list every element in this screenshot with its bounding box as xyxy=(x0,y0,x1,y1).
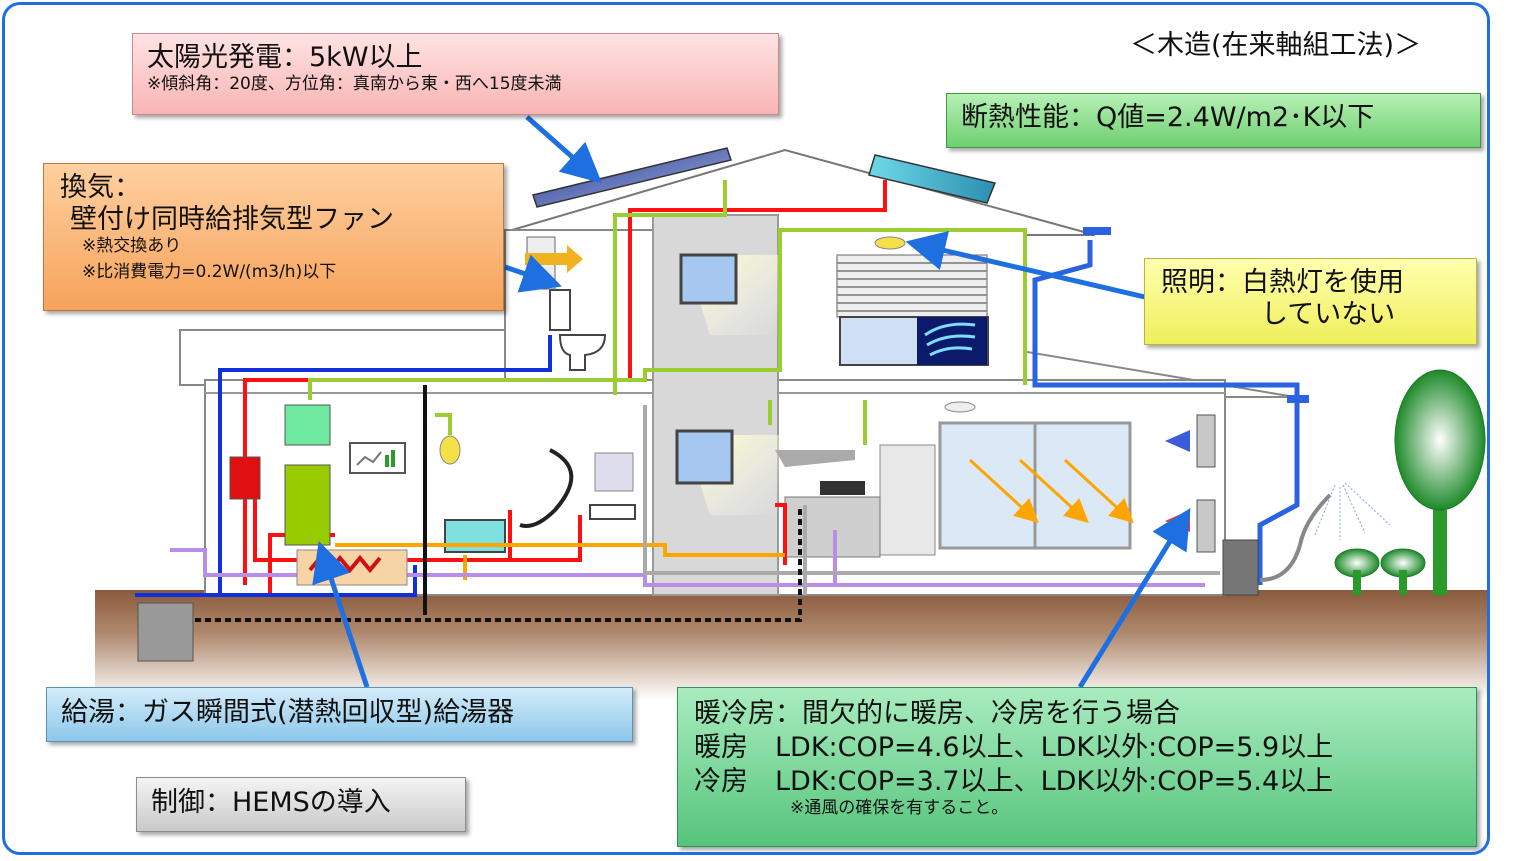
ventilation-callout: 換気： 壁付け同時給排気型ファン ※熱交換あり ※比消費電力=0.2W/(m3/… xyxy=(43,163,504,311)
outdoor-ac-unit xyxy=(1222,539,1259,596)
gutter-lower xyxy=(1287,395,1309,403)
hvac-note: ※通風の確保を有すること。 xyxy=(790,797,1009,818)
structure-label: ＜木造(在来軸組工法)＞ xyxy=(1130,30,1422,61)
garden-hose xyxy=(1259,493,1332,582)
control-callout: 制御：HEMSの導入 xyxy=(136,777,466,832)
ventilation-line1: 壁付け同時給排気型ファン xyxy=(70,203,394,235)
tree-trunk xyxy=(1433,510,1447,595)
toilet xyxy=(549,289,571,331)
cable xyxy=(308,180,1027,445)
fridge xyxy=(879,444,936,556)
kitchen-counter xyxy=(784,496,881,558)
stove xyxy=(820,481,865,495)
lighting-callout: 照明：白熱灯を使用 していない xyxy=(1144,258,1477,345)
bathtub xyxy=(444,519,506,553)
arrow-lighting xyxy=(905,231,1146,300)
ac-unit-heat xyxy=(1196,499,1216,553)
control-title: 制御：HEMSの導入 xyxy=(151,787,391,818)
solar-title: 太陽光発電：5kW以上 xyxy=(147,42,423,73)
insulation-title: 断熱性能：Q値=2.4W/m2･K以下 xyxy=(961,102,1375,133)
window-lower-stair xyxy=(675,429,734,485)
ac-unit-cool xyxy=(1196,414,1216,468)
house-illustration xyxy=(95,115,1487,700)
hvac-title: 暖冷房：間欠的に暖房、冷房を行う場合 xyxy=(694,698,1180,729)
arrow-ventilation xyxy=(504,254,562,293)
hvac-cooling: 冷房 LDK:COP=3.7以上、LDK以外:COP=5.4以上 xyxy=(694,765,1334,797)
lighting-line2: していない xyxy=(1261,298,1396,330)
solar-note: ※傾斜角：20度、方位角：真南から東・西へ15度未満 xyxy=(147,73,562,94)
hvac-heating: 暖房 LDK:COP=4.6以上、LDK以外:COP=5.9以上 xyxy=(694,731,1334,763)
hvac-callout: 暖冷房：間欠的に暖房、冷房を行う場合 暖房 LDK:COP=4.6以上、LDK以… xyxy=(677,687,1477,847)
ceiling-light-upper xyxy=(874,236,906,250)
hot-water-title: 給湯：ガス瞬間式(潜熱回収型)給湯器 xyxy=(61,697,515,728)
arrow-solar xyxy=(525,115,602,184)
hot-water-callout: 給湯：ガス瞬間式(潜熱回収型)給湯器 xyxy=(46,687,633,742)
gray-pipe xyxy=(643,405,1220,595)
storage-tank xyxy=(284,464,331,546)
solar-callout: 太陽光発電：5kW以上 ※傾斜角：20度、方位角：真南から東・西へ15度未満 xyxy=(132,33,779,115)
blind xyxy=(836,254,988,318)
insulation-callout: 断熱性能：Q値=2.4W/m2･K以下 xyxy=(946,93,1481,148)
solar-thermal xyxy=(868,154,997,204)
ground xyxy=(95,590,1487,700)
lighting-line1: 照明：白熱灯を使用 xyxy=(1161,267,1404,298)
sun-ray-1 xyxy=(968,458,1039,524)
sewer-line xyxy=(195,505,802,622)
wall-light-bath xyxy=(439,435,461,465)
ventilation-note2: ※比消費電力=0.2W/(m3/h)以下 xyxy=(82,261,337,282)
downspout xyxy=(1032,240,1300,585)
arrow-hvac xyxy=(1077,507,1191,689)
gutter-upper xyxy=(1083,227,1111,235)
sun-ray-2 xyxy=(1018,458,1089,524)
mirror xyxy=(594,452,634,492)
boiler xyxy=(229,456,261,500)
hems-monitor xyxy=(349,442,406,474)
arrow-hot-water xyxy=(312,541,370,688)
manhole xyxy=(137,602,194,662)
range-hood xyxy=(775,450,855,467)
tree xyxy=(1394,369,1486,511)
solar-panel xyxy=(532,147,732,208)
ceiling-light-lower xyxy=(944,401,976,413)
diagram-frame: ＜木造(在来軸組工法)＞ 太陽光発電：5kW以上 ※傾斜角：20度、方位角：真南… xyxy=(2,2,1490,855)
ventilation-title: 換気： xyxy=(60,172,141,203)
ventilation-note1: ※熱交換あり xyxy=(82,235,182,256)
shower-hose xyxy=(519,448,574,528)
sink xyxy=(589,504,636,520)
heat-pump-unit xyxy=(284,404,331,446)
window-upper-stair xyxy=(679,253,738,305)
sun-ray-3 xyxy=(1063,458,1134,524)
